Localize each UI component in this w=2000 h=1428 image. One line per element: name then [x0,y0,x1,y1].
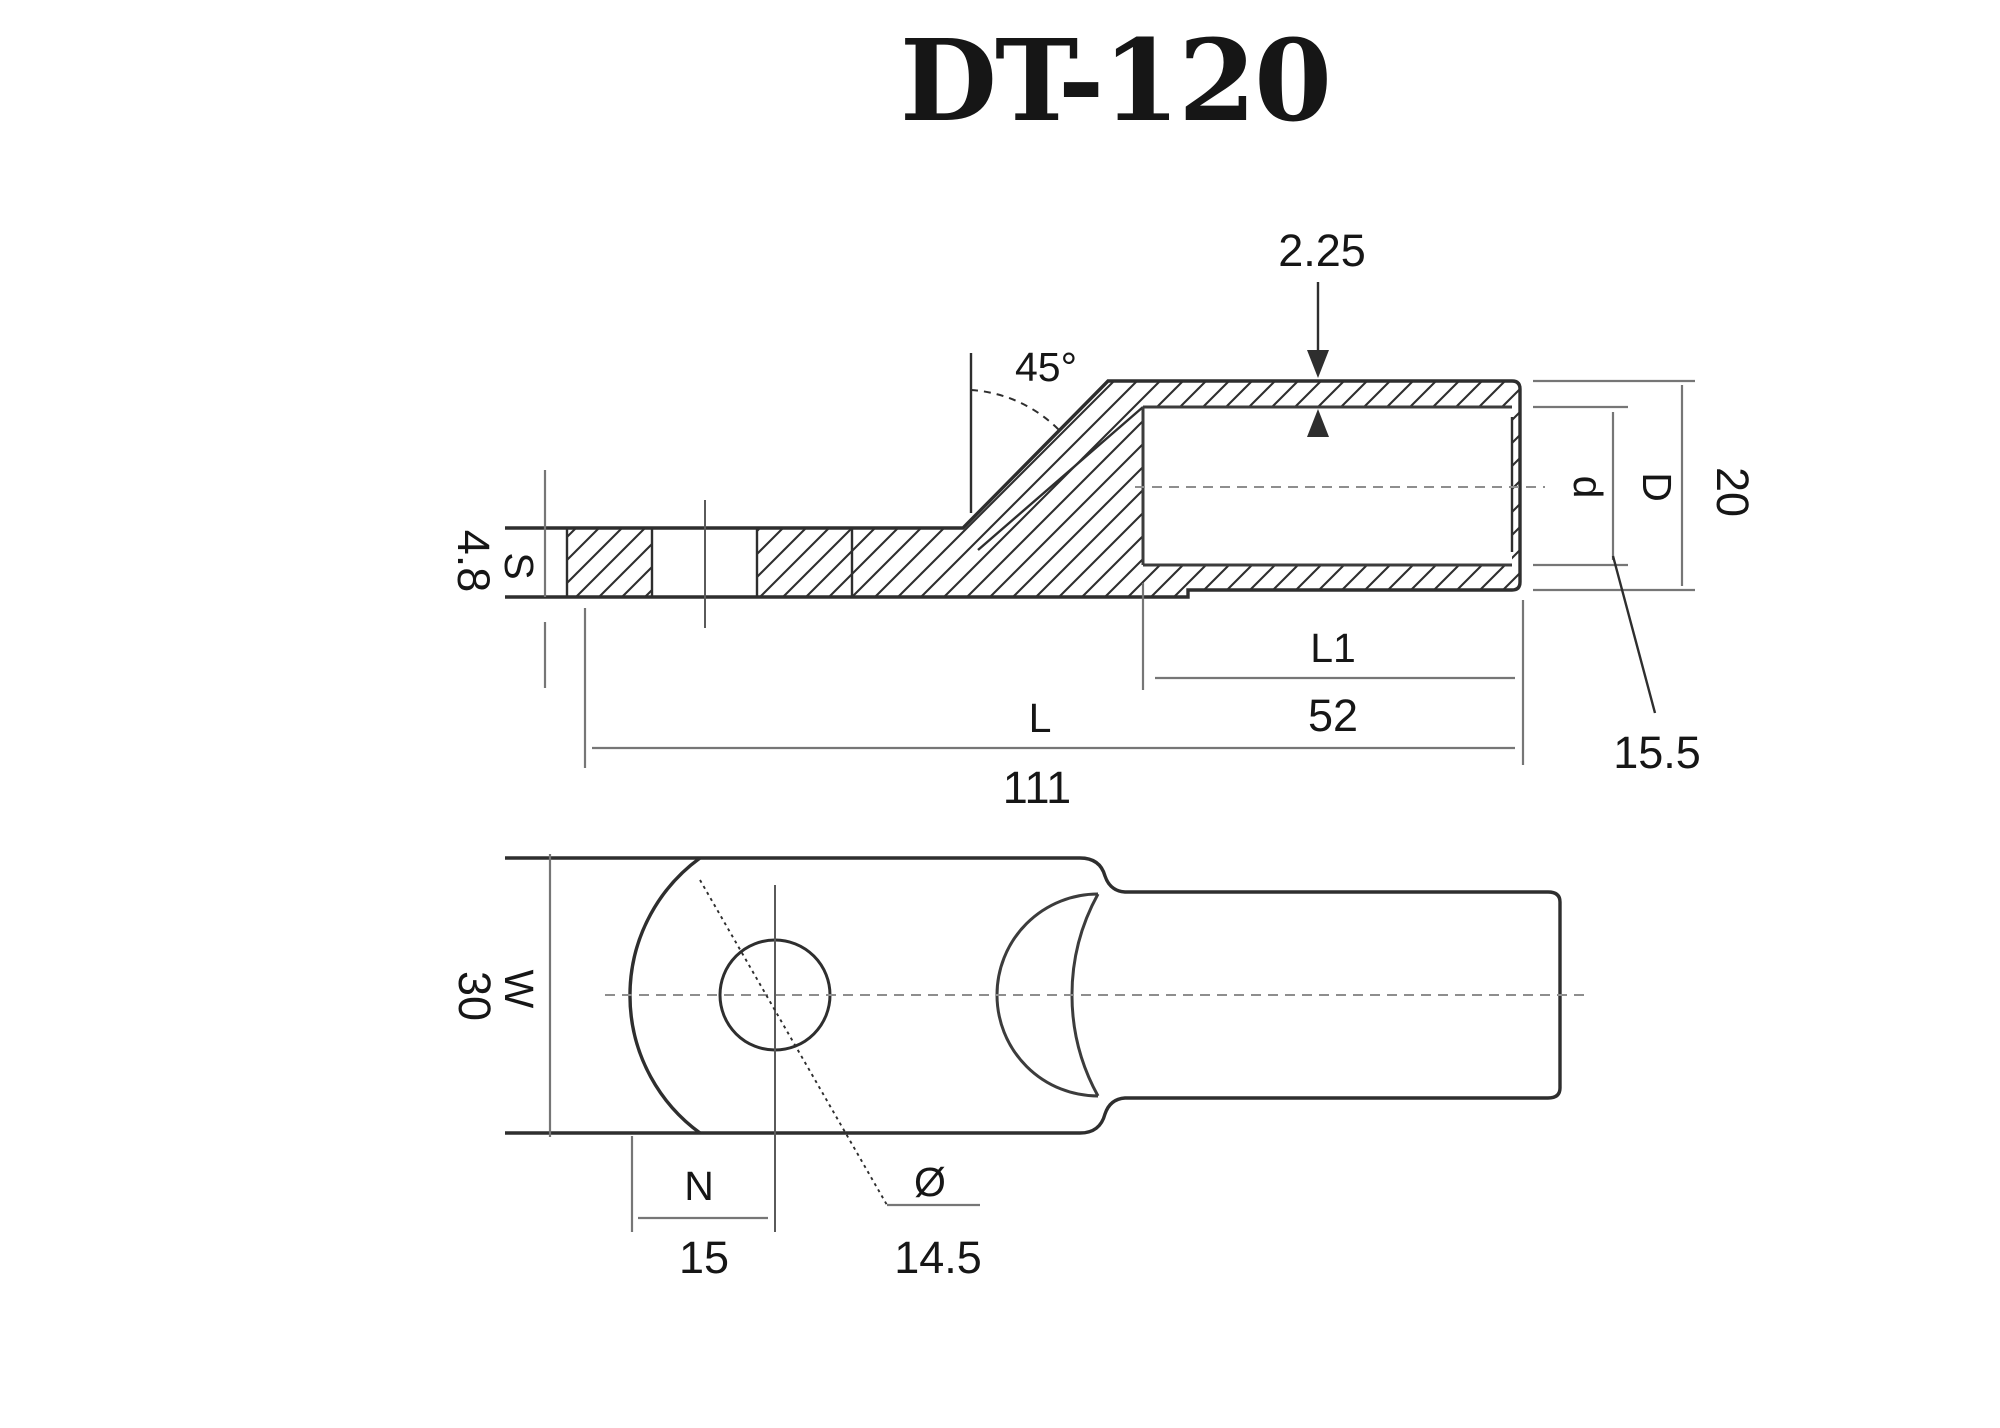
side-view-outline [505,379,1522,599]
bore-diameter-value-text: 15.5 [1613,727,1701,778]
diameter-extension-lines [1533,379,1695,592]
palm-thickness-label-text: S [496,552,542,579]
palm-hatch-left-block [567,528,652,597]
side-view-section: 45° 2.25 4.8 S d D 20 15.5 L1 [448,225,1758,813]
wall-thickness-arrow-down [1307,350,1329,378]
barrel-depth-value-text: 52 [1308,690,1358,741]
outer-diameter-label-text: D [1634,472,1680,502]
hole-diameter-value-text: 14.5 [894,1232,982,1283]
palm-width-label-text: W [496,970,542,1009]
page-title: DT-120 [900,16,1330,147]
barrel-depth-label-text: L1 [1310,625,1356,671]
chamfer-angle-arc [970,389,1060,431]
bore-diameter-leader [1611,555,1657,714]
barrel-section-hatch [757,381,1520,597]
outer-diameter-value-text: 20 [1707,467,1758,517]
hole-diameter-leader [699,879,888,1206]
palm-thickness-value-text: 4.8 [448,530,499,593]
top-view: 30 W N 15 Ø 14.5 [449,854,1588,1283]
palm-width-value-text: 30 [449,971,500,1021]
wall-thickness-text: 2.25 [1278,225,1366,276]
hole-offset-label-text: N [684,1163,714,1209]
total-length-label-text: L [1029,695,1052,741]
chamfer-angle-text: 45° [1015,344,1077,390]
hole-diameter-symbol-text: Ø [914,1159,946,1205]
bore-diameter-label-text: d [1565,476,1611,499]
bore-flare-inner-edge [977,406,1144,551]
total-length-value-text: 111 [1003,762,1071,813]
hole-offset-value-text: 15 [679,1232,729,1283]
wall-thickness-arrow-up [1307,409,1329,437]
